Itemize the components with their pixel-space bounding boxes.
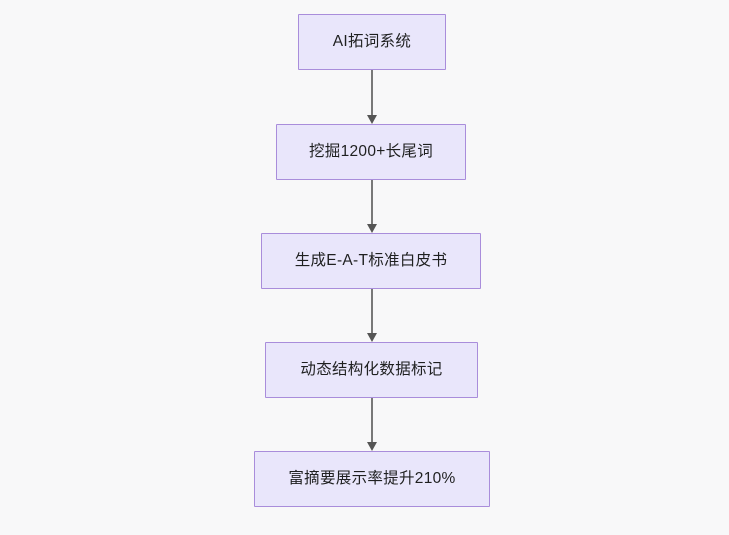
flow-node-rich-snippet-impression-lift[interactable]: 富摘要展示率提升210% <box>254 451 490 507</box>
edge-line <box>371 398 373 442</box>
flow-node-label: 生成E-A-T标准白皮书 <box>294 251 448 269</box>
flow-node-label: 动态结构化数据标记 <box>300 360 443 378</box>
flow-node-generate-eat-whitepaper[interactable]: 生成E-A-T标准白皮书 <box>261 233 481 289</box>
flow-node-dynamic-structured-data-markup[interactable]: 动态结构化数据标记 <box>265 342 478 398</box>
flow-node-label: 挖掘1200+长尾词 <box>308 142 434 160</box>
flow-node-mine-longtail-keywords[interactable]: 挖掘1200+长尾词 <box>276 124 466 180</box>
flow-node-ai-keyword-system[interactable]: AI拓词系统 <box>298 14 446 70</box>
edge-line <box>371 180 373 224</box>
arrowhead-icon <box>366 333 377 342</box>
arrowhead-icon <box>366 115 377 124</box>
arrowhead-icon <box>366 224 377 233</box>
edge-line <box>371 70 373 115</box>
flow-node-label: 富摘要展示率提升210% <box>288 469 456 487</box>
edge-line <box>371 289 373 333</box>
arrowhead-icon <box>366 442 377 451</box>
flow-node-label: AI拓词系统 <box>332 32 412 50</box>
